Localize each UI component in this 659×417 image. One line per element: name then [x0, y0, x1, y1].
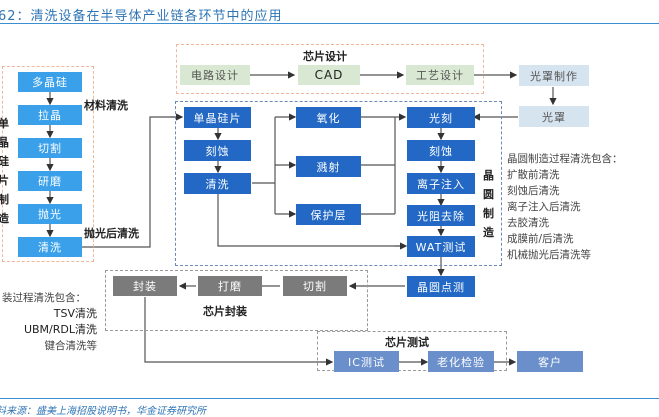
fab-ion-implant: 离子注入: [407, 173, 475, 194]
group-chip-packaging: [105, 270, 368, 331]
fab-resist-strip: 光阻去除: [407, 205, 475, 226]
fab-etch-left: 刻蚀: [184, 140, 251, 161]
step-photomask: 光罩: [519, 106, 589, 127]
line-clean-to-wat: [217, 194, 400, 247]
wafer-manufacturing-label: 晶圆制造: [483, 169, 494, 239]
fab-protection-layer: 保护层: [296, 204, 361, 225]
group-chip-testing: [317, 331, 507, 371]
step-mask-making: 光罩制作: [519, 65, 589, 86]
step-polysilicon: 多晶硅: [18, 72, 82, 92]
pkg-grinding: 打磨: [198, 276, 262, 296]
title-rule: [0, 23, 659, 24]
step-grinding: 研磨: [18, 171, 82, 191]
figure-title: 62：清洗设备在半导体产业链各环节中的应用: [0, 9, 283, 24]
packaging-cleaning-item: 键合清洗等: [44, 340, 98, 352]
step-circuit-design: 电路设计: [180, 65, 250, 85]
fab-single-wafer: 单晶硅片: [184, 107, 251, 128]
packaging-cleaning-item: UBM/RDL清洗: [23, 323, 97, 336]
fab-clean: 清洗: [184, 173, 251, 194]
group-chip-design: [176, 44, 484, 94]
step-process-design: 工艺设计: [406, 65, 474, 85]
chip-testing-label: 芯片测试: [385, 336, 429, 349]
wafer-cleaning-item: 去胶清洗: [507, 217, 549, 229]
packaging-cleaning-item: TSV清洗: [53, 307, 97, 320]
pkg-packaging: 封装: [113, 276, 177, 296]
wafer-cleaning-heading: 晶圆制造过程清洗包含：: [507, 153, 623, 165]
customer-box: 客户: [517, 351, 583, 372]
step-polishing: 抛光: [18, 204, 82, 224]
group-silicon-wafer: [2, 66, 94, 262]
fab-wat-test: WAT测试: [407, 236, 475, 257]
chip-packaging-label: 芯片封装: [203, 305, 247, 318]
annotation-material-cleaning: 材料清洗: [84, 99, 128, 112]
group-wafer-manufacturing: [175, 101, 502, 266]
source-note: 料来源：盛美上海招股说明书，华金证券研究所: [0, 406, 206, 417]
chip-design-label: 芯片设计: [303, 50, 347, 63]
wafer-cleaning-item: 成膜前/后清洗: [507, 233, 574, 245]
pkg-dicing: 切割: [283, 276, 347, 296]
step-cad: CAD: [298, 65, 360, 85]
wafer-cleaning-item: 扩散前清洗: [507, 169, 560, 181]
footer-rule: [0, 398, 659, 399]
step-crystal-pulling: 拉晶: [18, 105, 82, 125]
annotation-post-polish-cleaning: 抛光后清洗: [84, 227, 139, 240]
fab-lithography: 光刻: [407, 107, 475, 128]
fab-etch-right: 刻蚀: [407, 140, 475, 161]
line-packaging-to-test: [144, 297, 326, 363]
wafer-cleaning-item: 刻蚀后清洗: [507, 185, 560, 197]
fab-wafer-probe: 晶圆点测: [407, 276, 475, 297]
fab-oxidation: 氧化: [296, 107, 361, 128]
fab-sputtering: 溅射: [296, 156, 361, 177]
test-ic-test: IC测试: [334, 351, 399, 372]
line-cleaning-to-wafer: [82, 116, 176, 248]
silicon-wafer-label: 单晶硅片制造: [0, 117, 9, 225]
packaging-cleaning-heading: 装过程清洗包含：: [2, 292, 86, 304]
step-slicing: 切割: [18, 138, 82, 158]
wafer-cleaning-item: 离子注入后清洗: [507, 201, 581, 213]
step-cleaning: 清洗: [18, 237, 82, 257]
wafer-cleaning-item: 机械抛光后清洗等: [507, 249, 591, 261]
test-aging: 老化检验: [428, 351, 494, 372]
